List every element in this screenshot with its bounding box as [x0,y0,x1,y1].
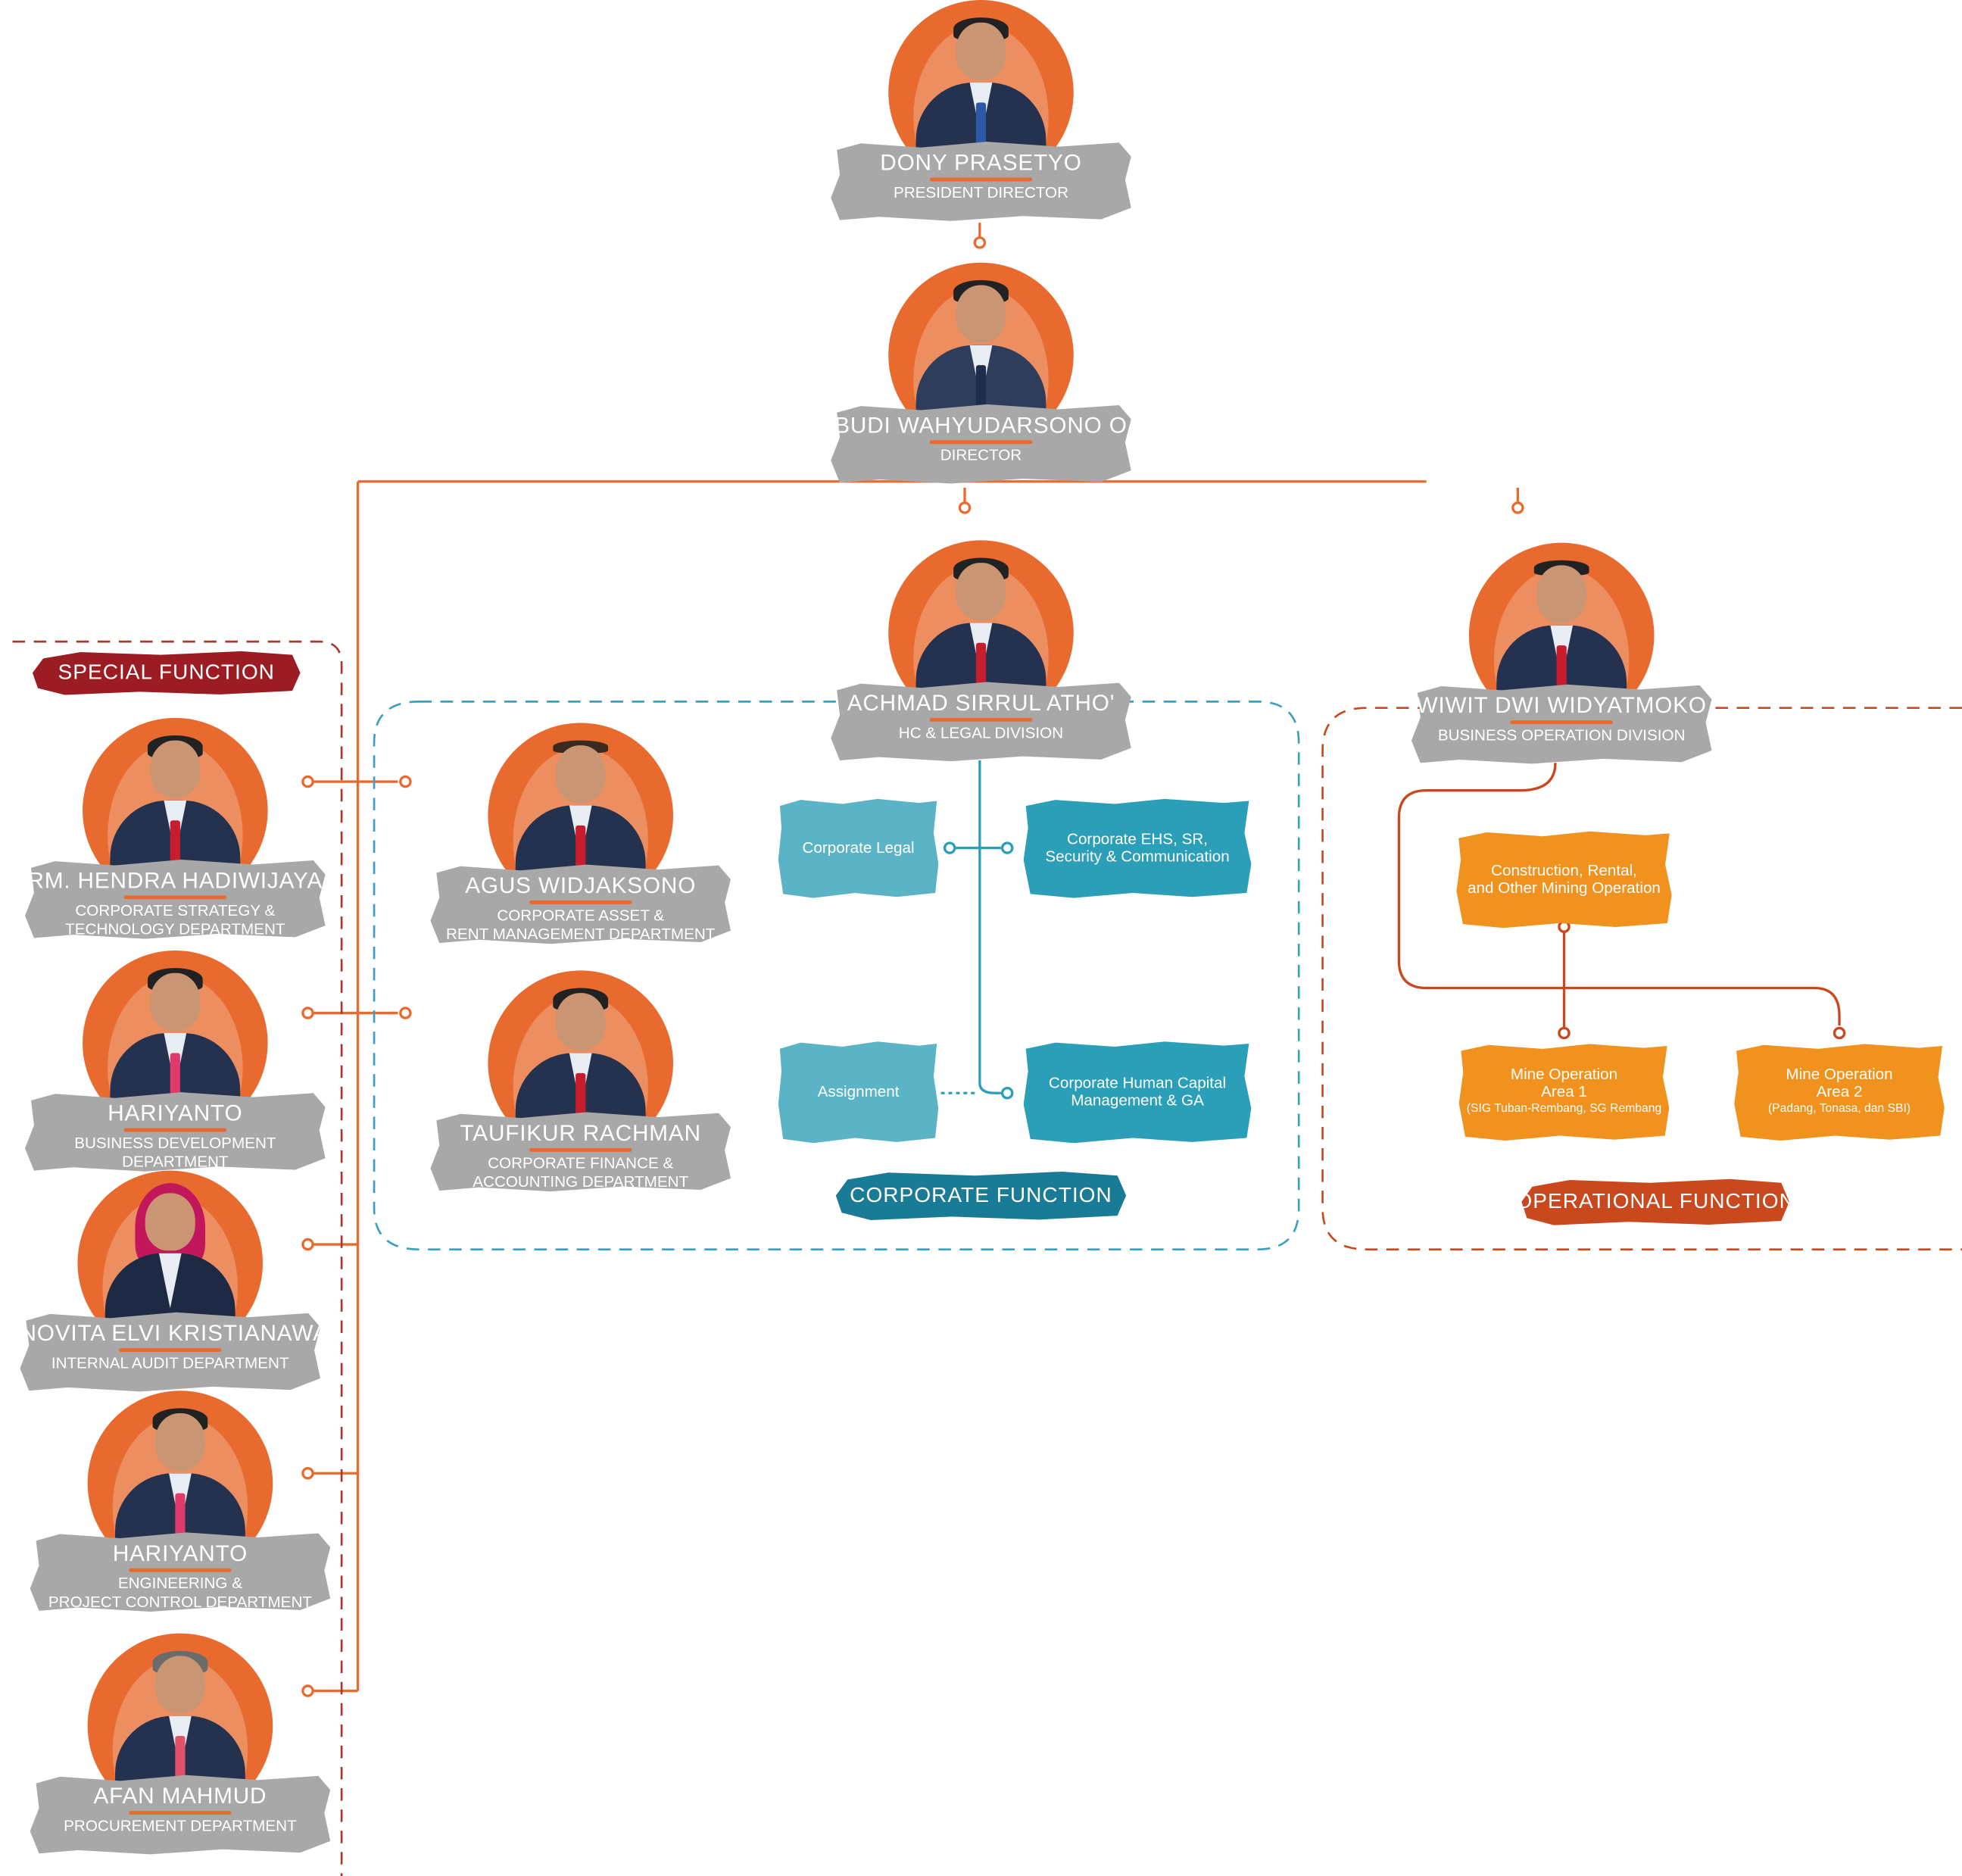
special-function-label: SPECIAL FUNCTION [58,660,275,685]
person-title: BUSINESS DEVELOPMENT DEPARTMENT [74,1134,276,1171]
box-mine-operation-area-1: Mine Operation Area 1 (SIG Tuban-Rembang… [1458,1044,1670,1141]
person-title: PRESIDENT DIRECTOR [893,183,1069,201]
special-function-banner: SPECIAL FUNCTION [32,651,301,695]
person-name: NOVITA ELVI KRISTIANAWA [20,1320,321,1346]
person-name: TAUFIKUR RACHMAN [460,1120,701,1146]
box-corporate-human-capital: Corporate Human Capital Management & GA [1023,1041,1252,1144]
card-business-operation-division: WIWIT DWI WIDYATMOKO BUSINESS OPERATION … [1411,542,1712,781]
box-label: Assignment [817,1083,900,1101]
box-label: Construction, Rental, and Other Mining O… [1468,861,1661,897]
card-corporate-asset-department: AGUS WIDJAKSONO CORPORATE ASSET & RENT M… [430,723,731,960]
person-name: WIWIT DWI WIDYATMOKO [1416,692,1707,718]
card-business-development-department: HARIYANTO BUSINESS DEVELOPMENT DEPARTMEN… [25,950,326,1188]
card-hc-legal-division: ACHMAD SIRRUL ATHO' HC & LEGAL DIVISION [831,540,1131,778]
box-corporate-legal: Corporate Legal [778,798,939,898]
box-label: Mine Operation Area 1 [1510,1065,1618,1101]
card-corporate-strategy-department: RM. HENDRA HADIWIJAYA CORPORATE STRATEGY… [25,717,326,956]
box-construction-rental: Construction, Rental, and Other Mining O… [1456,831,1672,929]
corporate-function-label: CORPORATE FUNCTION [850,1183,1112,1207]
person-title: CORPORATE ASSET & RENT MANAGEMENT DEPART… [446,907,716,944]
card-engineering-department: HARIYANTO ENGINEERING & PROJECT CONTROL … [30,1391,331,1628]
card-procurement-department: AFAN MAHMUD PROCUREMENT DEPARTMENT [30,1633,331,1871]
box-mine-operation-area-2: Mine Operation Area 2 (Padang, Tonasa, d… [1734,1044,1945,1141]
box-label: Mine Operation Area 2 [1786,1065,1893,1101]
corporate-function-banner: CORPORATE FUNCTION [835,1171,1127,1221]
person-title: BUSINESS OPERATION DIVISION [1437,726,1686,744]
person-name: RM. HENDRA HADIWIJAYA [27,868,323,894]
box-label: Corporate Legal [802,839,915,857]
person-name: AFAN MAHMUD [93,1783,267,1809]
box-label: Corporate Human Capital Management & GA [1048,1074,1227,1110]
person-name: DONY PRASETYO [880,150,1082,176]
person-name: AGUS WIDJAKSONO [465,872,697,898]
person-title: CORPORATE STRATEGY & TECHNOLOGY DEPARTME… [65,901,285,938]
operational-function-banner: OPERATIONAL FUNCTION [1521,1178,1789,1225]
person-name: HARIYANTO [108,1100,243,1126]
person-title: CORPORATE FINANCE & ACCOUNTING DEPARTMEN… [473,1154,689,1191]
box-sublabel: (SIG Tuban-Rembang, SG Rembang [1466,1101,1662,1116]
person-title: INTERNAL AUDIT DEPARTMENT [51,1354,289,1372]
portrait-photo [110,968,241,1123]
person-title: ENGINEERING & PROJECT CONTROL DEPARTMENT [48,1574,312,1611]
person-name: ACHMAD SIRRUL ATHO' [847,690,1115,716]
person-title: PROCUREMENT DEPARTMENT [64,1817,297,1835]
box-label: Corporate EHS, SR, Security & Communicat… [1045,830,1230,866]
person-name: HARIYANTO [112,1540,248,1566]
person-name: BUDI WAHYUDARSONO O [834,412,1128,438]
box-assignment: Assignment [778,1041,939,1144]
person-title: DIRECTOR [940,446,1022,464]
person-title: HC & LEGAL DIVISION [898,724,1064,742]
box-sublabel: (Padang, Tonasa, dan SBI) [1767,1101,1911,1116]
card-internal-audit-department: NOVITA ELVI KRISTIANAWA INTERNAL AUDIT D… [20,1170,321,1409]
box-corporate-ehs: Corporate EHS, SR, Security & Communicat… [1023,798,1252,898]
card-president-director: DONY PRASETYO PRESIDENT DIRECTOR [831,0,1131,238]
operational-function-label: OPERATIONAL FUNCTION [1521,1189,1789,1213]
card-director: BUDI WAHYUDARSONO O DIRECTOR [831,262,1131,501]
card-corporate-finance-department: TAUFIKUR RACHMAN CORPORATE FINANCE & ACC… [430,970,731,1208]
